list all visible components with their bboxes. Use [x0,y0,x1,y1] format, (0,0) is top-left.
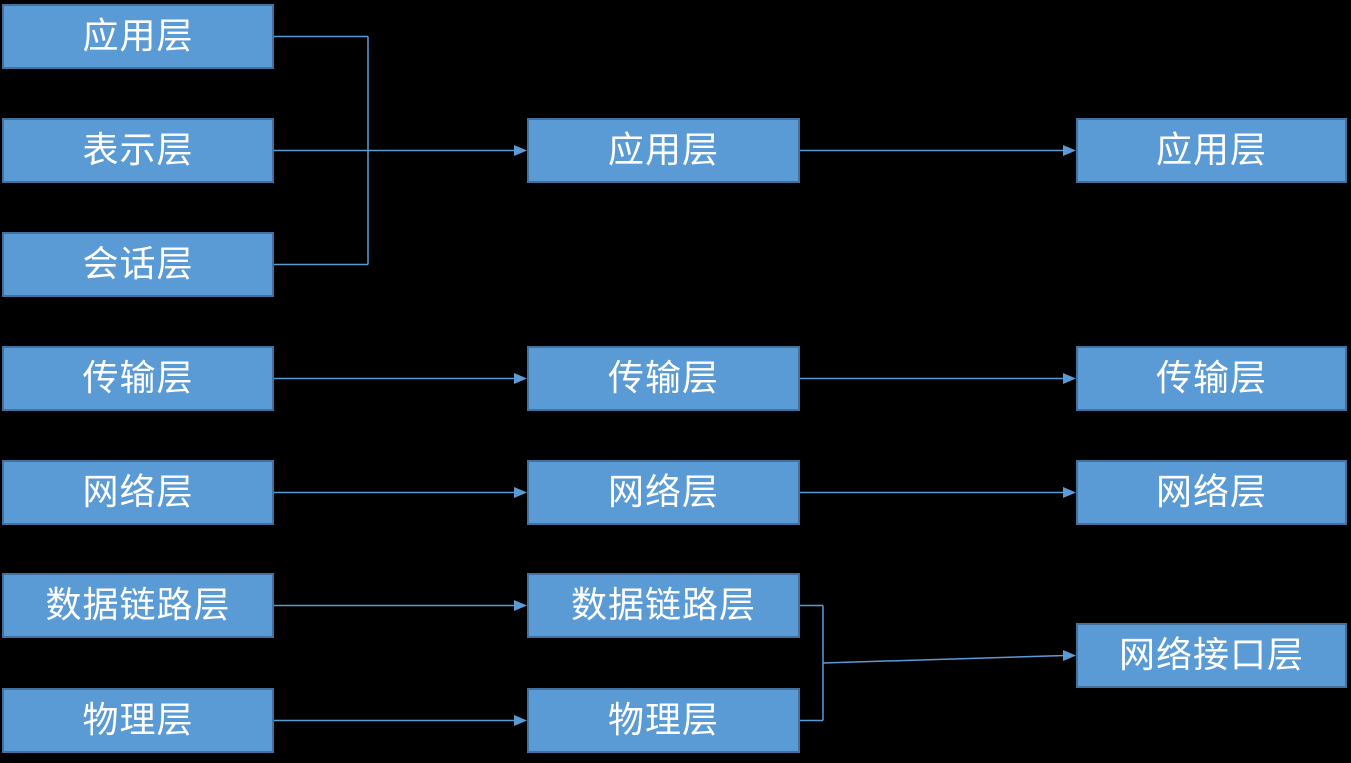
node-osi-presentation-layer: 表示层 [2,118,274,183]
node-osi-transport-layer: 传输层 [2,346,274,411]
node-label: 应用层 [607,129,719,171]
node-five-application-layer: 应用层 [527,118,800,183]
arrowhead-icon [514,600,527,611]
arrowhead-icon [514,715,527,726]
node-five-physical-layer: 物理层 [527,688,800,753]
node-label: 网络层 [82,471,194,513]
node-osi-network-layer: 网络层 [2,460,274,525]
node-label: 应用层 [82,15,194,57]
node-osi-physical-layer: 物理层 [2,688,274,753]
node-label: 网络层 [1155,471,1267,513]
arrowhead-icon [514,145,527,156]
node-label: 数据链路层 [570,584,756,626]
arrowhead-icon [1063,145,1076,156]
arrowhead-icon [1063,650,1076,661]
connector-line [822,654,1066,664]
node-tcpip-application-layer: 应用层 [1076,118,1347,183]
node-tcpip-transport-layer: 传输层 [1076,346,1347,411]
node-tcpip-network-layer: 网络层 [1076,460,1347,525]
arrowhead-icon [1063,373,1076,384]
node-label: 传输层 [607,357,719,399]
arrowhead-icon [514,373,527,384]
node-five-network-layer: 网络层 [527,460,800,525]
node-label: 数据链路层 [45,584,231,626]
arrowhead-icon [514,487,527,498]
node-label: 表示层 [82,129,194,171]
node-five-transport-layer: 传输层 [527,346,800,411]
node-label: 传输层 [1155,357,1267,399]
node-label: 网络层 [607,471,719,513]
node-label: 网络接口层 [1118,634,1304,676]
arrowhead-icon [1063,487,1076,498]
node-osi-session-layer: 会话层 [2,232,274,297]
node-label: 应用层 [1155,129,1267,171]
node-label: 物理层 [82,699,194,741]
node-osi-datalink-layer: 数据链路层 [2,573,274,638]
node-five-datalink-layer: 数据链路层 [527,573,800,638]
node-label: 会话层 [82,243,194,285]
node-label: 传输层 [82,357,194,399]
node-label: 物理层 [607,699,719,741]
node-tcpip-network-interface-layer: 网络接口层 [1076,623,1347,688]
node-osi-application-layer: 应用层 [2,4,274,69]
